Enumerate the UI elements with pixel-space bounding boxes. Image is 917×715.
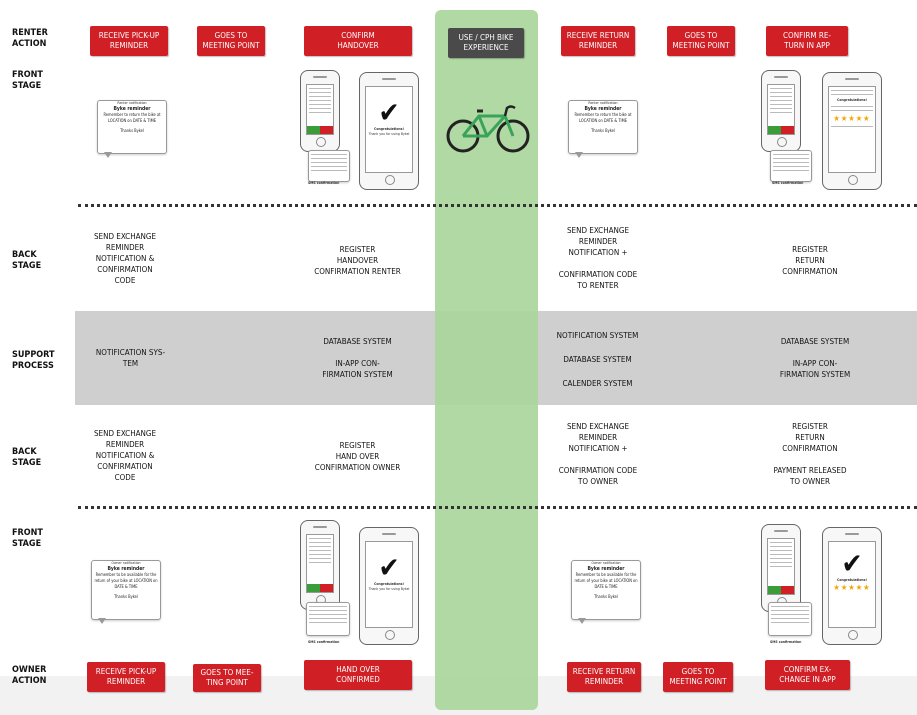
- renter-return-notification-card: Renter notification Byke reminder Rememb…: [568, 100, 638, 154]
- back-stage-top-reminder: SEND EXCHANGE REMINDER NOTIFICATION & CO…: [93, 232, 157, 285]
- support-database-confirmation-2: DATABASE SYSTEM IN-APP CON- FIRMATION SY…: [779, 337, 851, 379]
- sms-phone-owner: [300, 520, 340, 610]
- checkmark-icon: ✔: [378, 96, 400, 129]
- line-of-visibility-bottom: [78, 506, 917, 509]
- sms-phone-owner-return: [761, 524, 801, 612]
- row-label-front-stage-top: FRONT STAGE: [12, 70, 43, 91]
- owner-receive-pickup-reminder: RECEIVE PICK-UP REMINDER: [87, 662, 165, 692]
- speech-bubble-tail: [98, 618, 106, 624]
- sms-confirmation-card-owner: [306, 602, 350, 636]
- sms-confirmation-card-owner-return: [768, 602, 812, 636]
- row-label-renter-action: RENTER ACTION: [12, 28, 48, 49]
- rating-stars-icon: ★★★★★: [833, 583, 871, 592]
- row-label-support-process: SUPPORT PROCESS: [12, 350, 55, 371]
- sms-confirmation-label-owner-return: SMS confirmation: [770, 640, 802, 644]
- renter-receive-return-reminder: RECEIVE RETURN REMINDER: [561, 26, 635, 56]
- sms-confirmation-label-renter: SMS confirmation: [308, 181, 340, 185]
- sms-phone-renter-return: [761, 70, 801, 152]
- owner-hand-over-confirmed: HAND OVER CONFIRMED: [304, 660, 412, 690]
- bicycle-icon: [446, 105, 530, 153]
- row-label-owner-action: OWNER ACTION: [12, 665, 47, 686]
- renter-goes-to-meeting-point: GOES TO MEETING POINT: [197, 26, 265, 56]
- sms-confirmation-card-renter-return: [770, 150, 812, 182]
- back-stage-bottom-return-reminder: SEND EXCHANGE REMINDER NOTIFICATION + CO…: [558, 422, 638, 486]
- confirm-phone-owner: ✔ Congratulations! Thank you for using B…: [359, 527, 419, 645]
- renter-confirm-return-in-app: CONFIRM RE- TURN IN APP: [766, 26, 848, 56]
- owner-confirm-exchange-in-app: CONFIRM EX- CHANGE IN APP: [765, 660, 850, 690]
- owner-return-notification-card: Owner notification Byke reminder Remembe…: [571, 560, 641, 620]
- return-rating-phone-owner: ✔ Congratulations! ★★★★★: [822, 527, 882, 645]
- support-notification-system: NOTIFICATION SYS- TEM: [95, 348, 166, 368]
- row-label-front-stage-bottom: FRONT STAGE: [12, 528, 43, 549]
- speech-bubble-tail: [104, 152, 112, 158]
- back-stage-top-register-handover: REGISTER HANDOVER CONFIRMATION RENTER: [314, 245, 401, 276]
- row-label-back-stage-top: BACK STAGE: [12, 250, 42, 271]
- owner-pickup-notification-card: Owner notification Byke reminder Remembe…: [91, 560, 161, 620]
- checkmark-icon: ✔: [841, 547, 863, 580]
- back-stage-top-register-return: REGISTER RETURN CONFIRMATION: [782, 245, 838, 276]
- sms-confirmation-label-owner: SMS confirmation: [308, 640, 340, 644]
- row-label-back-stage-bottom: BACK STAGE: [12, 447, 42, 468]
- renter-pickup-notification-card: Renter notification Byke reminder Rememb…: [97, 100, 167, 154]
- owner-receive-return-reminder: RECEIVE RETURN REMINDER: [567, 662, 641, 692]
- checkmark-icon: ✔: [378, 551, 400, 584]
- back-stage-bottom-register-return-payment: REGISTER RETURN CONFIRMATION PAYMENT REL…: [773, 422, 847, 486]
- renter-confirm-handover: CONFIRM HANDOVER: [304, 26, 412, 56]
- sms-phone-renter: [300, 70, 340, 152]
- support-notification-system-2: NOTIFICATION SYSTEM: [556, 331, 639, 340]
- back-stage-bottom-register-handover: REGISTER HAND OVER CONFIRMATION OWNER: [314, 441, 401, 472]
- speech-bubble-tail: [575, 152, 583, 158]
- return-rating-phone-renter: Congratulations! ★★★★★: [822, 72, 882, 190]
- rating-stars-icon: ★★★★★: [833, 114, 871, 123]
- support-database-system-2: DATABASE SYSTEM: [563, 355, 632, 364]
- back-stage-top-return-reminder: SEND EXCHANGE REMINDER NOTIFICATION + CO…: [558, 226, 638, 290]
- renter-goes-to-meeting-point-2: GOES TO MEETING POINT: [667, 26, 735, 56]
- line-of-visibility-top: [78, 204, 917, 207]
- support-database-confirmation: DATABASE SYSTEM IN-APP CON- FIRMATION SY…: [322, 337, 393, 379]
- owner-goes-to-meeting-point-2: GOES TO MEETING POINT: [663, 662, 733, 692]
- sms-confirmation-card-renter: [308, 150, 350, 182]
- support-calender-system: CALENDER SYSTEM: [562, 379, 633, 388]
- speech-bubble-tail: [578, 618, 586, 624]
- use-bike-experience: USE / CPH BIKE EXPERIENCE: [448, 28, 524, 58]
- sms-confirmation-label-renter-return: SMS confirmation: [772, 181, 804, 185]
- back-stage-bottom-reminder: SEND EXCHANGE REMINDER NOTIFICATION & CO…: [93, 429, 157, 482]
- confirm-phone-renter: ✔ Congratulations! Thank you for using B…: [359, 72, 419, 190]
- owner-goes-to-meeting-point: GOES TO MEE- TING POINT: [193, 664, 261, 692]
- renter-receive-pickup-reminder: RECEIVE PICK-UP REMINDER: [90, 26, 168, 56]
